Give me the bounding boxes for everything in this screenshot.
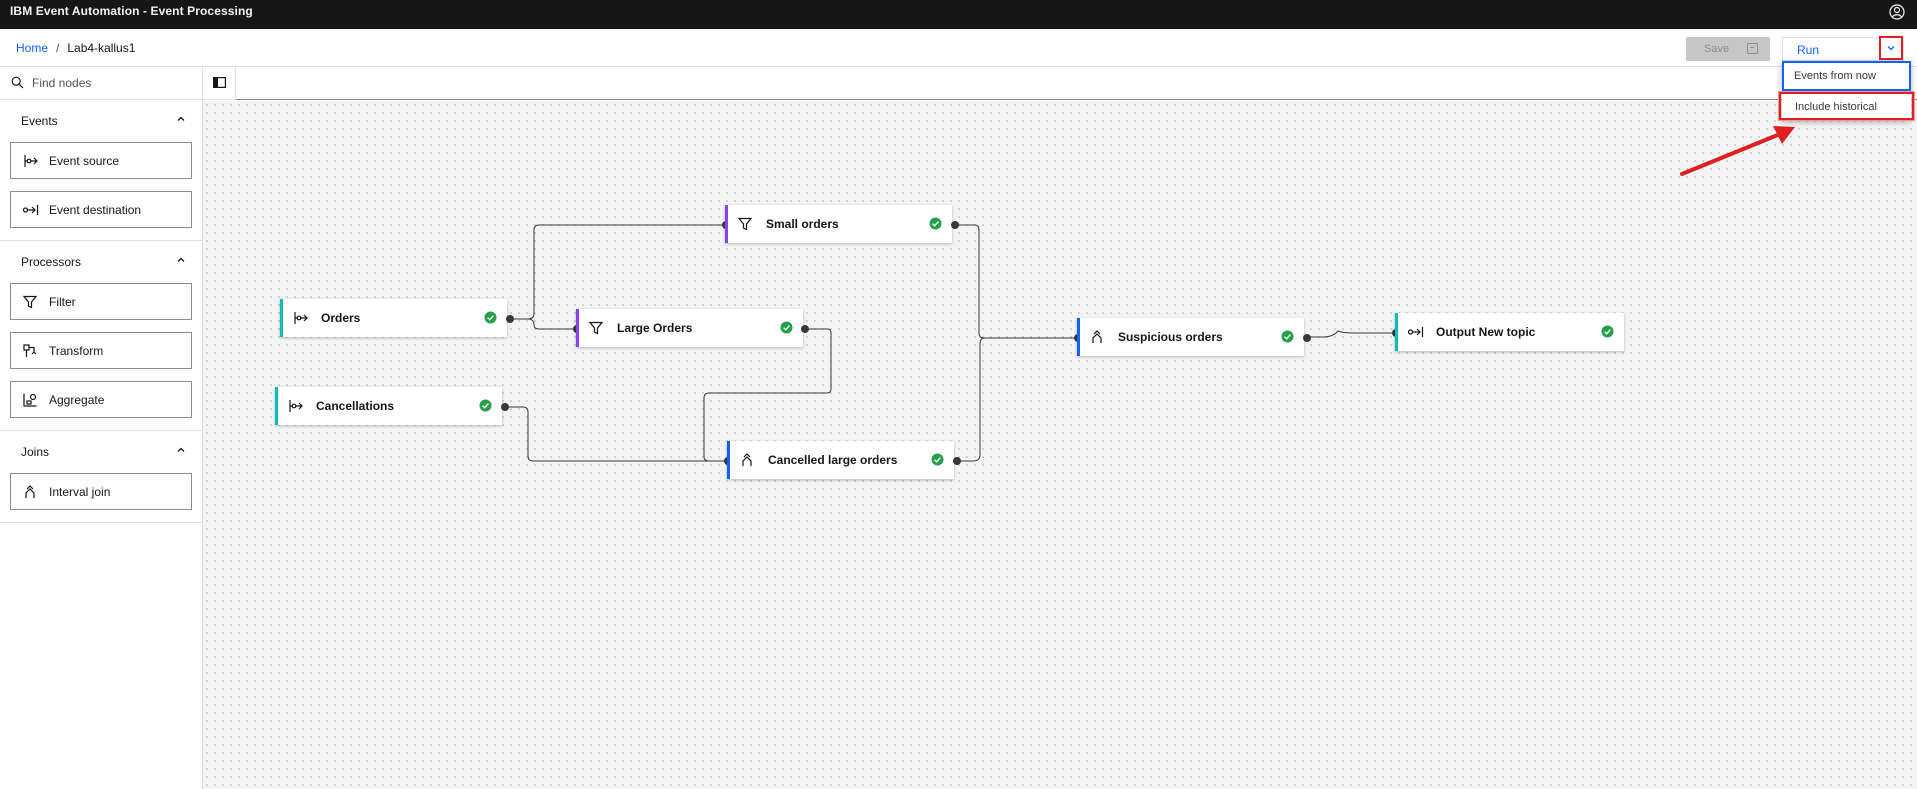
event-destination-icon <box>22 205 39 215</box>
palette-item-label: Transform <box>49 344 104 358</box>
palette-item-aggregate[interactable]: Aggregate <box>10 381 192 418</box>
palette-item-event-source[interactable]: Event source <box>10 142 192 179</box>
run-options-chevron-button[interactable] <box>1879 36 1903 60</box>
palette-item-label: Filter <box>49 295 76 309</box>
run-button[interactable]: Run <box>1782 36 1904 61</box>
transform-icon <box>23 344 37 357</box>
event-destination-icon <box>1407 327 1424 337</box>
flow-node-small-orders[interactable]: Small orders <box>725 205 952 243</box>
output-port[interactable] <box>506 315 514 323</box>
palette-item-label: Event destination <box>49 203 142 217</box>
node-label: Suspicious orders <box>1118 330 1223 344</box>
flow-node-cancellations[interactable]: Cancellations <box>275 387 502 425</box>
breadcrumb: Home / Lab4-kallus1 <box>16 41 135 55</box>
filter-icon <box>737 217 753 231</box>
search-input[interactable] <box>32 74 192 92</box>
palette-item-transform[interactable]: Transform <box>10 332 192 369</box>
menu-item-include-historical[interactable]: Include historical <box>1779 92 1914 120</box>
search-icon <box>11 76 24 92</box>
checkmark-valid-icon <box>931 453 944 466</box>
node-label: Orders <box>321 311 361 325</box>
palette-section-events[interactable]: Events <box>0 100 202 138</box>
flow-canvas[interactable]: Orders Cancellations Small orders Large … <box>203 101 1917 789</box>
node-connections <box>505 224 1393 462</box>
run-button-label: Run <box>1797 43 1820 57</box>
checkmark-valid-icon <box>1281 330 1294 343</box>
node-label: Small orders <box>766 217 839 231</box>
node-label: Cancelled large orders <box>768 453 898 467</box>
save-button-label: Save <box>1704 43 1730 55</box>
chevron-down-icon <box>1887 46 1895 51</box>
checkmark-valid-icon <box>1601 325 1614 338</box>
flow-node-large-orders[interactable]: Large Orders <box>576 309 803 347</box>
node-label: Cancellations <box>316 399 395 413</box>
output-port[interactable] <box>953 457 961 465</box>
side-panel-icon <box>213 77 226 88</box>
output-port[interactable] <box>501 403 509 411</box>
checkmark-valid-icon <box>479 399 492 412</box>
node-palette: Events Event source Event destination Pr… <box>0 100 203 789</box>
palette-item-interval-join[interactable]: Interval join <box>10 473 192 510</box>
palette-item-label: Event source <box>49 154 120 168</box>
toggle-palette-button[interactable] <box>203 67 236 100</box>
section-title: Events <box>21 114 58 128</box>
node-search-bar <box>0 67 203 100</box>
palette-item-label: Aggregate <box>49 393 105 407</box>
output-port[interactable] <box>1303 334 1311 342</box>
flow-node-suspicious-orders[interactable]: Suspicious orders <box>1077 318 1304 356</box>
filter-icon <box>22 295 38 309</box>
menu-item-events-from-now[interactable]: Events from now <box>1782 61 1911 91</box>
breadcrumb-separator: / <box>56 41 60 55</box>
chevron-up-icon <box>177 116 185 121</box>
save-disk-icon <box>1747 43 1758 54</box>
checkmark-valid-icon <box>484 311 497 324</box>
interval-join-icon <box>1092 330 1102 343</box>
chevron-up-icon <box>177 447 185 452</box>
palette-section-joins[interactable]: Joins <box>0 431 202 469</box>
app-title: IBM Event Automation - Event Processing <box>10 4 253 18</box>
interval-join-icon <box>25 485 35 498</box>
palette-section-processors[interactable]: Processors <box>0 241 202 279</box>
save-button[interactable]: Save <box>1686 37 1770 61</box>
checkmark-valid-icon <box>929 217 942 230</box>
flow-node-cancelled-large-orders[interactable]: Cancelled large orders <box>727 441 954 479</box>
aggregate-icon <box>23 393 37 407</box>
palette-item-event-destination[interactable]: Event destination <box>10 191 192 228</box>
palette-item-label: Interval join <box>49 485 111 499</box>
palette-item-filter[interactable]: Filter <box>10 283 192 320</box>
filter-icon <box>588 321 604 335</box>
top-bar: IBM Event Automation - Event Processing <box>0 0 1917 29</box>
breadcrumb-home-link[interactable]: Home <box>16 41 49 55</box>
event-source-icon <box>24 155 38 167</box>
output-port[interactable] <box>951 221 959 229</box>
section-title: Processors <box>21 255 82 269</box>
flow-node-orders[interactable]: Orders <box>280 299 507 337</box>
event-source-icon <box>294 312 308 324</box>
flow-node-output-new-topic[interactable]: Output New topic <box>1395 313 1624 351</box>
breadcrumb-current: Lab4-kallus1 <box>67 41 136 55</box>
event-source-icon <box>289 400 303 412</box>
flow-header: Home / Lab4-kallus1 Save Run <box>0 29 1917 67</box>
interval-join-icon <box>742 453 752 466</box>
section-title: Joins <box>21 445 50 459</box>
canvas-toolbar <box>236 67 1917 100</box>
node-label: Output New topic <box>1436 325 1536 339</box>
output-port[interactable] <box>801 325 809 333</box>
user-avatar-icon[interactable] <box>1889 4 1907 22</box>
chevron-up-icon <box>177 257 185 262</box>
run-options-menu: Events from now Include historical <box>1779 61 1914 120</box>
checkmark-valid-icon <box>780 321 793 334</box>
node-label: Large Orders <box>617 321 693 335</box>
